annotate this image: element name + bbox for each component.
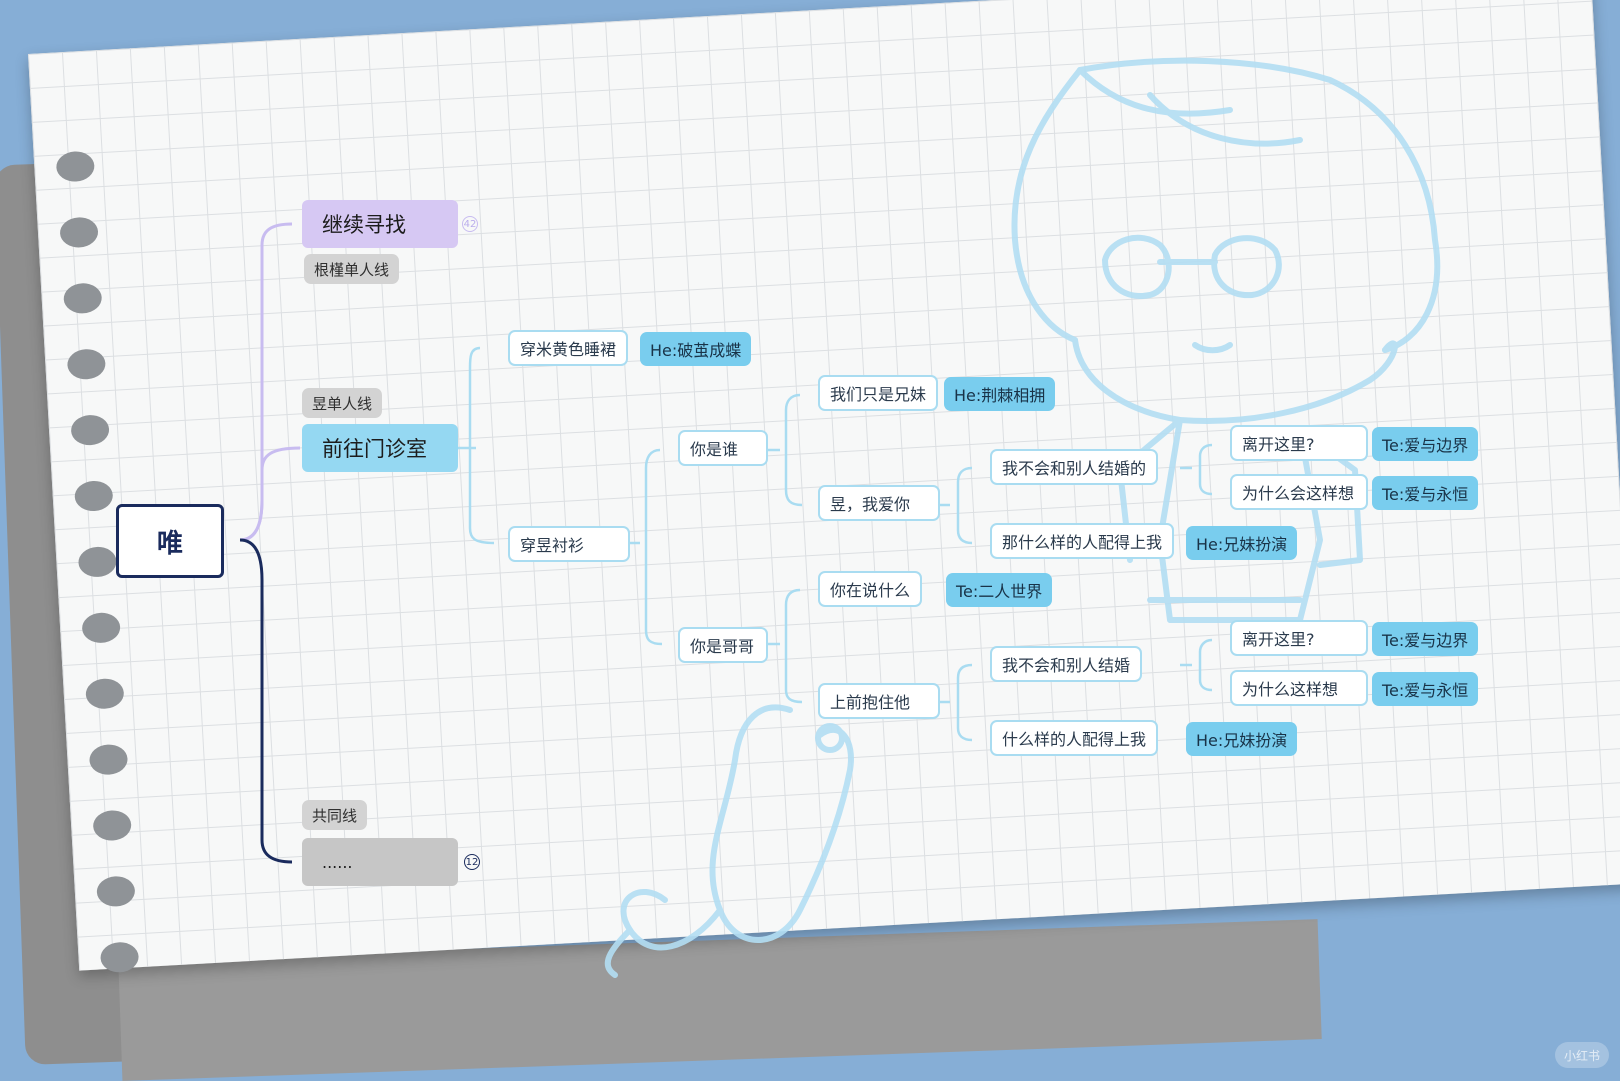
ending-tag: He:破茧成蝶	[640, 332, 752, 366]
choice-node[interactable]: 穿米黄色睡裙	[508, 330, 629, 366]
collapsed-count-badge[interactable]: 12	[464, 854, 480, 870]
branch-node-common[interactable]: ......	[302, 838, 458, 886]
ending-tag: Te:爱与边界	[1372, 622, 1479, 656]
connector-line	[628, 448, 663, 646]
connector-line	[768, 588, 803, 704]
ending-tag: Te:爱与永恒	[1372, 672, 1479, 706]
connector-line	[1180, 443, 1213, 496]
ending-tag: Te:爱与永恒	[1372, 476, 1479, 510]
ending-tag: He:兄妹扮演	[1186, 526, 1298, 560]
connector-line	[768, 393, 803, 507]
watermark-logo: 小红书	[1555, 1042, 1609, 1068]
ending-tag: He:荆棘相拥	[944, 377, 1056, 411]
ending-tag: He:兄妹扮演	[1186, 722, 1298, 756]
ending-tag: Te:二人世界	[946, 573, 1053, 607]
collapsed-count-badge[interactable]: 42	[462, 216, 478, 232]
choice-node[interactable]: 为什么这样想	[1230, 670, 1368, 706]
choice-node[interactable]: 我不会和别人结婚的	[990, 449, 1159, 485]
ending-tag: Te:爱与边界	[1372, 427, 1479, 461]
connector-line	[239, 538, 293, 864]
branch-label: 昱单人线	[302, 388, 383, 418]
choice-node[interactable]: 穿昱衬衫	[508, 526, 630, 562]
choice-node[interactable]: 上前抱住他	[818, 683, 940, 719]
choice-node[interactable]: 你是哥哥	[678, 627, 768, 663]
choice-node[interactable]: 我们只是兄妹	[818, 375, 939, 411]
branch-label: 共同线	[302, 800, 368, 830]
connector-line	[239, 446, 301, 542]
choice-node[interactable]: 离开这里?	[1230, 425, 1368, 461]
choice-node[interactable]: 你是谁	[678, 430, 768, 466]
choice-node[interactable]: 我不会和别人结婚	[990, 646, 1143, 682]
branch-node-clinic[interactable]: 前往门诊室	[302, 424, 458, 472]
branch-label: 根槿单人线	[304, 254, 400, 284]
stethoscope-doodle-icon	[604, 704, 854, 978]
branch-node-continue-search[interactable]: 继续寻找	[302, 200, 458, 248]
connector-line	[458, 346, 495, 545]
connector-line	[1180, 638, 1213, 692]
root-node[interactable]: 唯	[116, 504, 224, 578]
choice-node[interactable]: 为什么会这样想	[1230, 474, 1368, 510]
choice-node[interactable]: 昱，我爱你	[818, 485, 940, 521]
choice-node[interactable]: 你在说什么	[818, 571, 923, 607]
choice-node[interactable]: 什么样的人配得上我	[990, 720, 1159, 756]
connector-line	[239, 222, 293, 542]
choice-node[interactable]: 离开这里?	[1230, 620, 1368, 656]
choice-node[interactable]: 那什么样的人配得上我	[990, 523, 1175, 559]
